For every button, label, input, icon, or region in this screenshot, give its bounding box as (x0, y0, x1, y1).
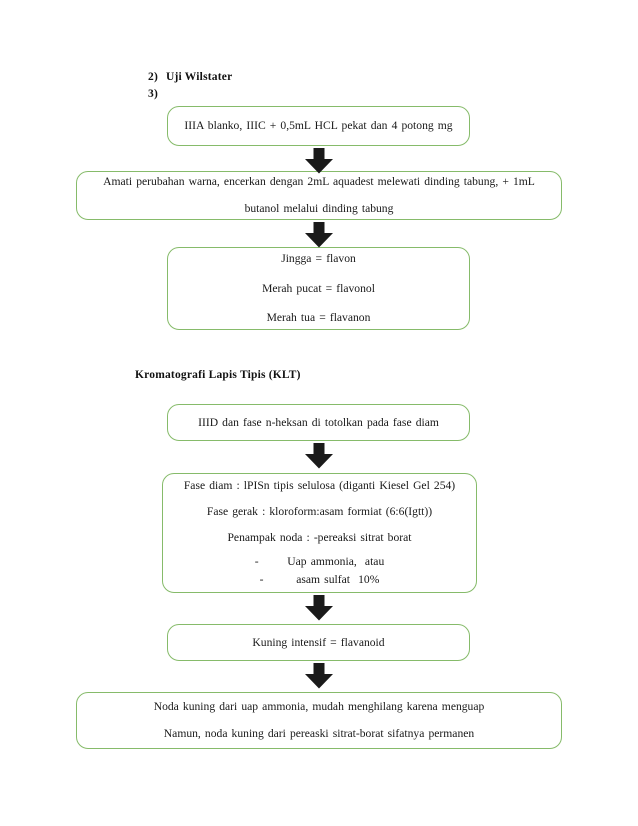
flow-box-line: IIIA blanko, IIIC + 0,5mL HCL pekat dan … (184, 119, 453, 133)
flow-box-line: - asam sulfat 10% (259, 572, 380, 586)
flow-box-line: Noda kuning dari uap ammonia, mudah meng… (153, 700, 485, 714)
arrow-down-icon (304, 222, 334, 248)
flow-box-line: Jingga = flavon (281, 252, 356, 266)
heading-label: Uji Wilstater (166, 71, 233, 83)
flow-box-line: Merah pucat = flavonol (262, 281, 375, 295)
flow-box-color-results: Jingga = flavon Merah pucat = flavonol M… (167, 247, 470, 330)
heading-uji-wilstater: 2) Uji Wilstater (148, 71, 232, 83)
arrow-down-icon (304, 148, 334, 174)
heading-kromatografi-lapis-tipis: Kromatografi Lapis Tipis (KLT) (135, 369, 301, 381)
list-number: 3) (148, 88, 158, 100)
flow-box-line: Namun, noda kuning dari pereaski sitrat-… (163, 727, 475, 740)
arrow-down-icon (304, 595, 334, 621)
flow-box-line: butanol melalui dinding tabung (244, 202, 394, 215)
flow-box-klt-spotting: IIID dan fase n-heksan di totolkan pada … (167, 404, 470, 441)
flow-box-klt-conditions: Fase diam : lPISn tipis selulosa (digant… (162, 473, 477, 593)
flow-box-line: Fase diam : lPISn tipis selulosa (digant… (183, 479, 456, 493)
arrow-down-icon (304, 663, 334, 689)
flow-box-line: Merah tua = flavanon (266, 311, 371, 325)
heading-item-3: 3) (148, 88, 166, 100)
flow-box-line: Penampak noda : -pereaksi sitrat borat (227, 530, 412, 544)
flow-box-line: IIID dan fase n-heksan di totolkan pada … (198, 415, 439, 429)
flow-box-line: Fase gerak : kloroform:asam formiat (6:6… (206, 505, 433, 519)
flow-box-sample-preparation: IIIA blanko, IIIC + 0,5mL HCL pekat dan … (167, 106, 470, 146)
heading-label: Kromatografi Lapis Tipis (KLT) (135, 369, 301, 381)
flow-box-conclusion: Noda kuning dari uap ammonia, mudah meng… (76, 692, 562, 749)
flow-box-line: - Uap ammonia, atau (254, 555, 385, 569)
flow-box-observation-step: Amati perubahan warna, encerkan dengan 2… (76, 171, 562, 220)
flow-box-klt-result: Kuning intensif = flavanoid (167, 624, 470, 661)
flow-box-line: Amati perubahan warna, encerkan dengan 2… (103, 175, 535, 189)
arrow-down-icon (304, 443, 334, 469)
flow-box-line: Kuning intensif = flavanoid (252, 635, 385, 649)
list-number: 2) (148, 71, 158, 83)
